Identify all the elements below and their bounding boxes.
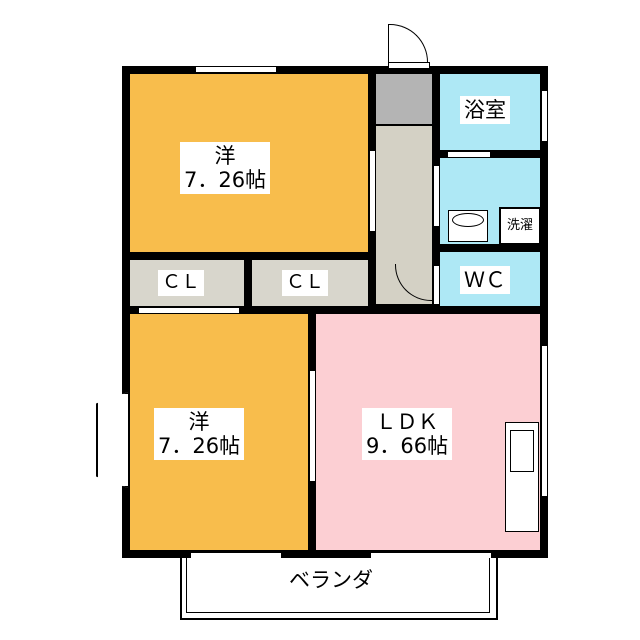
door[interactable] [433, 265, 440, 305]
washer-space: 洗濯 [499, 207, 541, 245]
entrance [376, 74, 432, 124]
room-area: 7．26帖 [158, 434, 241, 459]
window [541, 90, 548, 142]
room-area: 7．26帖 [184, 168, 267, 193]
entrance-door[interactable] [388, 62, 430, 69]
basin-bowl [452, 213, 484, 227]
room-name: 洋 [188, 410, 210, 434]
window [195, 66, 277, 73]
closet-right-label: ＣＬ [282, 270, 329, 296]
sliding-door[interactable] [369, 150, 376, 232]
bay-window [96, 392, 128, 488]
closet-left-label: ＣＬ [158, 270, 205, 296]
ldk-label: ＬＤＫ 9．66帖 [362, 408, 453, 461]
door[interactable] [447, 151, 491, 158]
balcony-inner [186, 558, 490, 613]
balcony-label: ベランダ [285, 566, 377, 595]
door-swing [388, 24, 428, 63]
western-top-label: 洋 7．26帖 [180, 142, 271, 195]
sliding-door[interactable] [309, 370, 316, 482]
window [541, 345, 548, 497]
western-bottom-label: 洋 7．26帖 [154, 408, 245, 461]
room-area: 9．66帖 [366, 434, 449, 459]
room-name: 洋 [214, 144, 236, 168]
sliding-door[interactable] [138, 307, 240, 314]
wc-label: ＷＣ [460, 266, 510, 295]
bath-label: 浴室 [460, 96, 510, 125]
sliding-door[interactable] [433, 165, 440, 227]
kitchen-sink [510, 430, 534, 472]
room-name: ＬＤＫ [375, 410, 439, 434]
